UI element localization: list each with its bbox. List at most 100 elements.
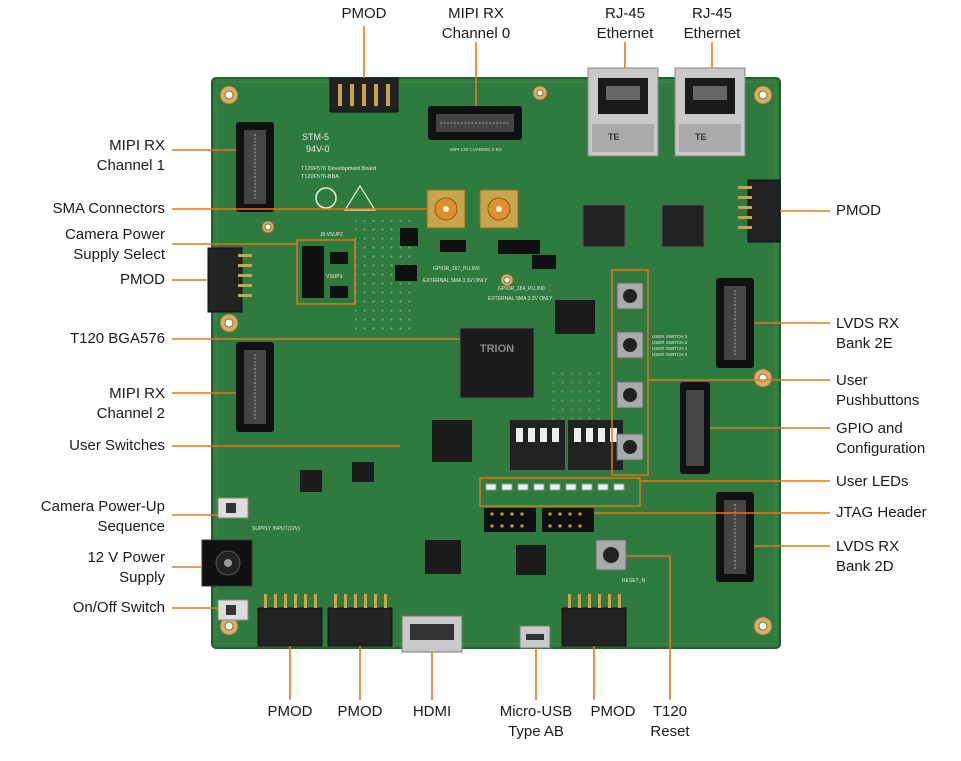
label-user-pushbuttons-line1: User	[836, 372, 868, 389]
camera-power-jumpers: J5 VSUP2 VSUP3	[296, 232, 356, 305]
label-user-pushbuttons: User Pushbuttons	[836, 371, 946, 411]
label-user-pushbuttons-line2: Pushbuttons	[836, 392, 920, 409]
micro-usb-connector	[519, 625, 551, 649]
label-12v-line2: Supply	[119, 569, 165, 586]
label-mipi-rx1-line1: MIPI RX	[109, 137, 165, 154]
ethernet-phy-a	[582, 204, 626, 248]
pmod-right-connector	[738, 179, 781, 243]
label-cam-power-line2: Supply Select	[73, 246, 165, 263]
label-rj45-a-line1: RJ-45	[604, 5, 645, 22]
label-cam-powerup-line1: Camera Power-Up	[40, 498, 165, 515]
silk-board-sub: T120F576-BBA	[301, 174, 339, 180]
label-rj45-b-line2: Ethernet	[683, 25, 741, 42]
label-t120-reset-line1: T120	[652, 703, 688, 720]
label-rj45-a-line2: Ethernet	[596, 25, 654, 42]
mipi-rx2-connector	[236, 342, 274, 432]
t120-fpga: TRION	[459, 327, 535, 399]
label-onoff: On/Off Switch	[72, 599, 165, 616]
label-rj45-b: RJ-45 Ethernet	[672, 4, 752, 44]
silk-user-switch-2: USER SWITCH 2	[652, 340, 688, 345]
label-lvds-2d: LVDS RX Bank 2D	[836, 537, 946, 577]
pmod-bottom-3	[561, 594, 627, 647]
mipi-rx1-connector	[236, 122, 274, 212]
label-mipi-rx0: MIPI RX Channel 0	[426, 4, 526, 44]
user-leds	[479, 477, 641, 507]
silk-user-switch-0: USER SWITCH 0	[652, 352, 688, 357]
label-cam-power-line1: Camera Power	[64, 226, 165, 243]
label-user-switches: User Switches	[69, 437, 165, 454]
pmod-bottom-2	[327, 594, 393, 647]
label-jtag: JTAG Header	[836, 504, 927, 521]
label-12v: 12 V Power Supply	[10, 548, 165, 588]
label-t120-reset-line2: Reset	[650, 723, 690, 740]
rj45-jack-a: TE	[587, 67, 659, 157]
ethernet-phy-b	[661, 204, 705, 248]
silk-gpio-pll1: GPIOR_167_PLLIN0	[433, 266, 480, 272]
silk-j5: J5 VSUP2	[320, 232, 343, 238]
pmod-bottom-1	[257, 594, 323, 647]
sma-connectors	[426, 189, 519, 229]
label-lvds-2e: LVDS RX Bank 2E	[836, 314, 946, 354]
label-rj45-a: RJ-45 Ethernet	[585, 4, 665, 44]
label-top-pmod: PMOD	[341, 5, 387, 22]
rj45-b-te: TE	[695, 132, 707, 142]
label-pmod-right: PMOD	[836, 202, 881, 219]
label-cam-power: Camera Power Supply Select	[10, 225, 165, 265]
label-usb-line1: Micro-USB	[499, 703, 573, 720]
user-dip-switches	[510, 420, 623, 470]
label-bot-pmod3: PMOD	[590, 703, 636, 720]
label-lvds-2d-line2: Bank 2D	[836, 558, 894, 575]
label-gpio-config-line2: Configuration	[836, 440, 926, 457]
silk-vsup3: VSUP3	[326, 274, 343, 280]
silk-rating: 94V-0	[306, 144, 330, 154]
jtag-header	[484, 508, 594, 532]
user-pushbuttons	[611, 269, 649, 476]
label-bot-pmod2: PMOD	[337, 703, 383, 720]
label-user-leds: User LEDs	[836, 473, 909, 490]
label-usb: Micro-USB Type AB	[486, 702, 586, 742]
label-mipi-rx0-line2: Channel 0	[441, 25, 511, 42]
silk-reset: RESET_N	[622, 578, 645, 584]
rj45-jack-b: TE	[674, 67, 746, 157]
silk-user-switch-3: USER SWITCH 3	[652, 334, 688, 339]
silk-user-switch-1: USER SWITCH 1	[652, 346, 688, 351]
label-hdmi: HDMI	[412, 703, 452, 720]
label-bot-pmod1: PMOD	[267, 703, 313, 720]
label-mipi-rx2: MIPI RX Channel 2	[20, 384, 165, 424]
silk-gpio-pll2: GPIOR_184_PLLIN0	[498, 286, 545, 292]
label-mipi-rx2-line2: Channel 2	[96, 405, 165, 422]
mipi-rx0-connector: MIPI CSI CHANNEL 0 RX	[428, 106, 522, 152]
label-gpio-config-line1: GPIO and	[836, 420, 903, 437]
label-mipi-rx1-line2: Channel 1	[96, 157, 165, 174]
silk-stm: STM-5	[302, 132, 329, 142]
hdmi-connector	[401, 615, 463, 653]
label-12v-line1: 12 V Power	[87, 549, 165, 566]
label-mipi-rx0-line1: MIPI RX	[448, 5, 504, 22]
label-cam-powerup-line2: Sequence	[97, 518, 165, 535]
label-mipi-rx2-line1: MIPI RX	[109, 385, 165, 402]
silk-supply: SUPPLY INPUT(12V)	[252, 526, 300, 532]
pmod-top-connector	[329, 77, 399, 113]
label-t120: T120 BGA576	[69, 330, 165, 347]
lvds-2e-connector	[716, 278, 754, 368]
label-rj45-b-line1: RJ-45	[691, 5, 732, 22]
label-usb-line2: Type AB	[508, 723, 564, 740]
lvds-2d-connector	[716, 492, 754, 582]
label-t120-reset: T120 Reset	[635, 702, 705, 742]
mipi-cam-silk: MIPI CSI CHANNEL 0 RX	[450, 147, 502, 152]
silk-ext-sma1: EXTERNAL SMA 3.3V ONLY	[423, 278, 488, 284]
pmod-left-connector	[207, 247, 252, 313]
t120-reset-button: RESET_N	[595, 539, 645, 584]
gpio-config-connector	[680, 382, 710, 474]
silk-board-name: T120F576 Development Board	[301, 166, 376, 172]
label-cam-powerup: Camera Power-Up Sequence	[5, 497, 165, 537]
label-mipi-rx1: MIPI RX Channel 1	[20, 136, 165, 176]
rj45-a-te: TE	[608, 132, 620, 142]
silk-ext-sma2: EXTERNAL SMA 3.3V ONLY	[488, 296, 553, 302]
label-lvds-2e-line1: LVDS RX	[836, 315, 900, 332]
trion-label: TRION	[480, 343, 514, 355]
label-pmod-left: PMOD	[120, 271, 165, 288]
power-jack: SUPPLY INPUT(12V)	[201, 526, 300, 587]
label-gpio-config: GPIO and Configuration	[836, 419, 956, 459]
